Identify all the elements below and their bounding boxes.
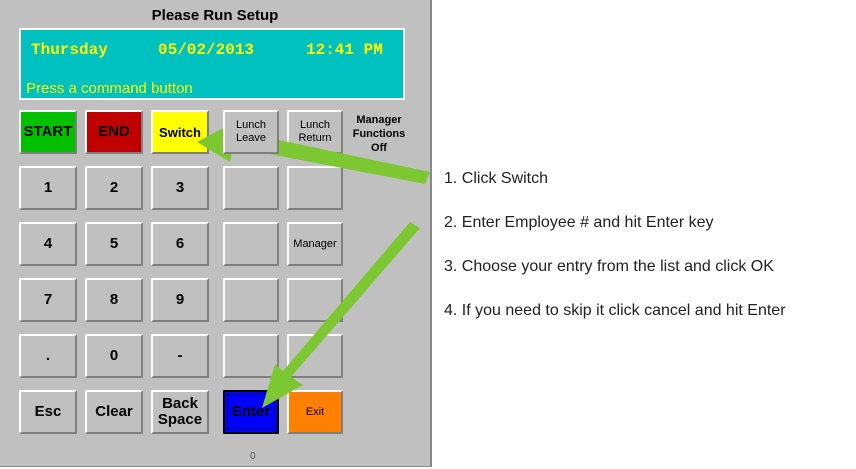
- esc-button[interactable]: Esc: [19, 390, 77, 434]
- blank-button[interactable]: [223, 334, 279, 378]
- key-0[interactable]: 0: [85, 334, 143, 378]
- manager-functions-status: Manager Functions Off: [352, 114, 406, 154]
- day-text: Thursday: [31, 41, 108, 59]
- backspace-button[interactable]: Back Space: [151, 390, 209, 434]
- key-8[interactable]: 8: [85, 278, 143, 322]
- exit-button[interactable]: Exit: [287, 390, 343, 434]
- end-button[interactable]: END: [85, 110, 143, 154]
- blank-button[interactable]: [287, 166, 343, 210]
- key-2[interactable]: 2: [85, 166, 143, 210]
- status-display: Thursday 05/02/2013 12:41 PM Press a com…: [19, 28, 405, 100]
- time-text: 12:41 PM: [306, 41, 383, 59]
- clear-button[interactable]: Clear: [85, 390, 143, 434]
- instruction-step: 3. Choose your entry from the list and c…: [444, 258, 774, 275]
- panel-title: Please Run Setup: [151, 7, 279, 24]
- blank-button[interactable]: [223, 222, 279, 266]
- lunch-leave-button[interactable]: Lunch Leave: [223, 110, 279, 154]
- key-3[interactable]: 3: [151, 166, 209, 210]
- switch-button[interactable]: Switch: [151, 110, 209, 154]
- instruction-step: 4. If you need to skip it click cancel a…: [444, 302, 786, 319]
- key-dot[interactable]: .: [19, 334, 77, 378]
- key-5[interactable]: 5: [85, 222, 143, 266]
- instruction-step: 1. Click Switch: [444, 170, 549, 187]
- arrow-to-enter: [262, 222, 420, 408]
- blank-button[interactable]: [223, 278, 279, 322]
- start-button[interactable]: START: [19, 110, 77, 154]
- key-1[interactable]: 1: [19, 166, 77, 210]
- date-text: 05/02/2013: [158, 41, 255, 59]
- key-4[interactable]: 4: [19, 222, 77, 266]
- status-message: Press a command button: [26, 80, 193, 97]
- counter-text: 0: [250, 451, 256, 462]
- blank-button[interactable]: [223, 166, 279, 210]
- key-6[interactable]: 6: [151, 222, 209, 266]
- instruction-step: 2. Enter Employee # and hit Enter key: [444, 214, 714, 231]
- manager-button[interactable]: Manager: [287, 222, 343, 266]
- key-7[interactable]: 7: [19, 278, 77, 322]
- key-9[interactable]: 9: [151, 278, 209, 322]
- time-clock-panel: Please Run Setup Thursday 05/02/2013 12:…: [0, 0, 432, 467]
- key-minus[interactable]: -: [151, 334, 209, 378]
